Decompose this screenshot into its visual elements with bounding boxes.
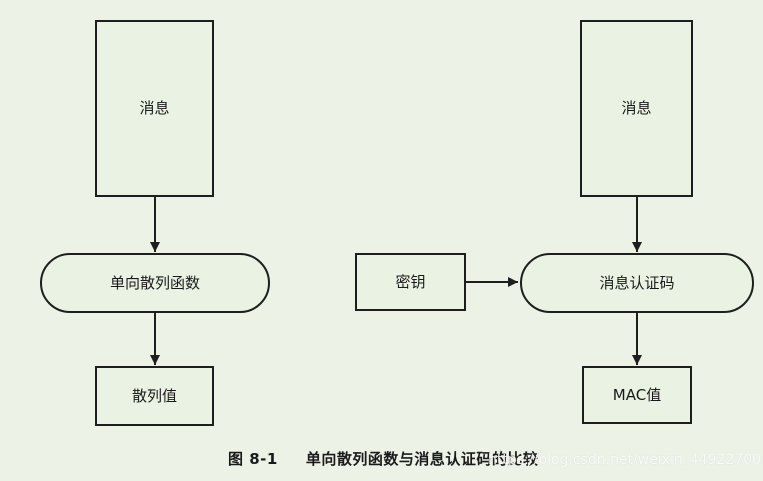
figure-number: 图 8-1 [228,450,278,468]
right-message-label: 消息 [621,99,652,117]
mac-node: 消息认证码 [520,253,754,313]
hash-value-box: 散列值 [95,366,214,426]
watermark-url: https://blog.csdn.net/weixin_44922700 [488,452,762,468]
figure-title: 单向散列函数与消息认证码的比较 [305,450,539,468]
left-message-box: 消息 [95,20,214,197]
mac-label: 消息认证码 [599,273,675,292]
key-label: 密钥 [395,272,426,291]
hash-function-label: 单向散列函数 [109,273,200,292]
mac-value-label: MAC值 [612,385,662,404]
right-message-box: 消息 [580,20,693,197]
figure-caption: 图 8-1 单向散列函数与消息认证码的比较 [228,448,588,469]
key-box: 密钥 [355,253,466,311]
hash-value-label: 散列值 [131,386,177,405]
hash-function-node: 单向散列函数 [40,253,270,313]
left-message-label: 消息 [139,99,170,117]
mac-value-box: MAC值 [582,366,692,424]
